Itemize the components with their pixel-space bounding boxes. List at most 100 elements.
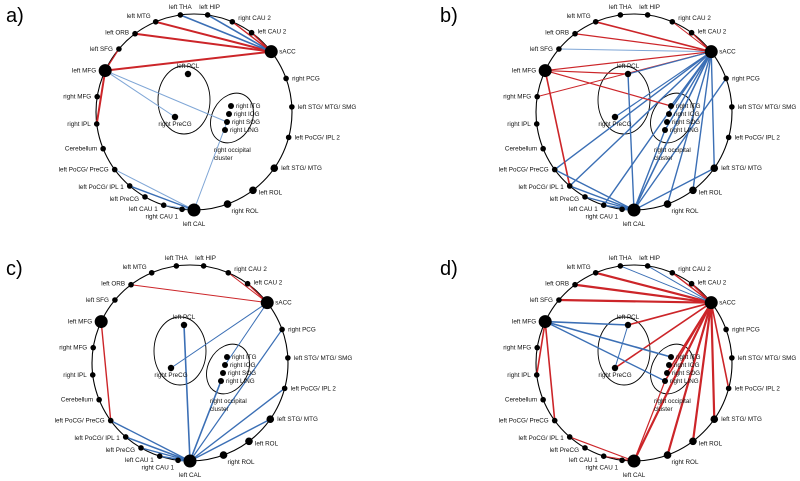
edge-right-pcg-to-left-cal xyxy=(633,77,727,211)
node-left-mfg xyxy=(538,315,552,329)
node-label-right-mfg: right MFG xyxy=(503,94,531,101)
node-label-left-hip: left HIP xyxy=(639,4,660,11)
node-right-cau-1 xyxy=(175,457,181,464)
node-cerebellum xyxy=(96,396,102,403)
node-sacc xyxy=(704,296,718,310)
node-right-iog xyxy=(222,362,228,368)
node-label-cerebellum: Cerebellum xyxy=(505,146,537,153)
node-label-right-iog: right IOG xyxy=(674,362,700,369)
edge-left-pocg-ipl-2-to-left-cal xyxy=(189,387,286,462)
node-label-sacc: sACC xyxy=(719,49,736,56)
node-label-cerebellum: Cerebellum xyxy=(65,146,97,153)
node-right-ling xyxy=(662,127,668,133)
edge-left-sfg-to-sacc xyxy=(557,298,713,304)
node-left-precg xyxy=(138,445,144,451)
node-left-pocg-precg xyxy=(111,166,118,173)
edge-left-pocg-precg-to-left-cal xyxy=(114,169,195,211)
occipital-cluster-outline xyxy=(206,343,250,395)
edge-right-iog-to-sacc xyxy=(224,302,268,366)
node-label-right-ipl: right IPL xyxy=(507,121,531,128)
node-left-sfg xyxy=(112,297,118,303)
edge-left-hip-to-sacc xyxy=(206,14,273,53)
node-label-right-sog: right SOG xyxy=(232,119,260,126)
node-left-tha xyxy=(173,263,180,269)
node-left-mtg xyxy=(148,269,155,276)
node-left-pocg-ipl-1 xyxy=(566,434,573,440)
node-left-cau-1 xyxy=(600,202,607,209)
edge-left-mfg-to-left-pocg-precg xyxy=(100,320,112,422)
node-label-left-mfg: left MFG xyxy=(512,319,536,326)
node-left-mtg xyxy=(152,18,159,25)
node-right-pcg xyxy=(723,326,729,333)
edge-left-mfg-to-left-pocg-ipl-1 xyxy=(544,69,571,187)
node-label-right-cau-2: right CAU 2 xyxy=(238,15,271,22)
node-label-left-cau-1: left CAU 1 xyxy=(569,206,598,213)
node-right-itg xyxy=(668,354,674,360)
edge-left-pocg-precg-to-sacc xyxy=(554,50,712,171)
edge-left-stg-mtg-to-sacc xyxy=(710,301,716,421)
node-left-cal xyxy=(627,203,641,217)
node-right-itg xyxy=(668,103,674,109)
cluster-label-line1: right occipital xyxy=(214,147,251,154)
node-label-left-precg: left PreCG xyxy=(106,447,135,454)
node-left-sfg xyxy=(556,46,562,52)
edge-left-tha-to-sacc xyxy=(619,265,712,304)
node-left-cau-1 xyxy=(600,453,607,460)
node-label-left-rol: left ROL xyxy=(699,440,723,447)
node-left-pocg-precg xyxy=(107,417,114,424)
node-right-rol xyxy=(223,200,232,208)
node-label-left-pocg-ipl-2: left PoCG/ IPL 2 xyxy=(735,385,781,392)
node-label-left-pocg-precg: left PoCG/ PreCG xyxy=(499,418,549,425)
edge-left-mfg-to-right-itg xyxy=(544,69,672,107)
node-label-left-pocg-precg: left PoCG/ PreCG xyxy=(499,167,549,174)
node-right-precg xyxy=(611,113,619,121)
node-left-stg-mtg xyxy=(266,415,275,424)
edge-right-ling-to-sacc xyxy=(664,301,713,382)
node-left-pocg-ipl-2 xyxy=(281,385,288,392)
edge-left-orb-to-sacc xyxy=(130,284,268,304)
edge-left-pocg-ipl-1-to-left-cal xyxy=(569,436,635,462)
edge-left-sfg-to-sacc xyxy=(558,48,712,53)
node-label-right-iog: right IOG xyxy=(230,362,256,369)
cluster-label-line1: right occipital xyxy=(654,147,691,154)
node-label-right-iog: right IOG xyxy=(674,111,700,118)
node-left-cal xyxy=(183,454,197,468)
node-label-left-stg-mtg: left STG/ MTG xyxy=(721,416,762,423)
edge-right-pcg-to-left-cal xyxy=(189,328,283,462)
node-label-left-mtg: left MTG xyxy=(123,264,147,271)
node-cerebellum xyxy=(540,145,546,152)
node-label-left-orb: left ORB xyxy=(101,281,125,288)
node-label-right-cau-1: right CAU 1 xyxy=(146,213,179,220)
edge-right-precg-to-sacc xyxy=(614,301,713,369)
node-label-left-cal: left CAL xyxy=(183,221,206,228)
node-right-ipl xyxy=(93,121,100,127)
node-label-left-cau-2: left CAU 2 xyxy=(698,29,727,36)
cluster-label-line2: cluster xyxy=(654,406,673,413)
node-left-stg-mtg xyxy=(270,164,279,173)
node-label-left-pocg-ipl-1: left PoCG/ IPL 1 xyxy=(74,435,120,442)
node-label-left-sfg: left SFG xyxy=(530,297,553,304)
node-label-right-mfg: right MFG xyxy=(59,345,87,352)
node-left-sfg xyxy=(556,297,562,303)
node-left-tha xyxy=(177,12,184,18)
edge-left-hip-to-sacc xyxy=(647,265,712,304)
node-label-right-ling: right LING xyxy=(230,127,259,134)
node-left-orb xyxy=(572,30,578,37)
node-label-sacc: sACC xyxy=(275,300,292,307)
node-label-left-cal: left CAL xyxy=(623,472,646,479)
edge-left-pocg-precg-to-left-cal xyxy=(110,419,191,462)
edge-left-mfg-to-right-itg xyxy=(544,320,672,358)
node-left-cau-2 xyxy=(248,29,255,36)
node-right-ling xyxy=(218,378,224,384)
edge-left-mfg-to-left-pcl xyxy=(544,320,629,326)
node-label-right-cau-2: right CAU 2 xyxy=(234,266,267,273)
node-left-rol xyxy=(245,437,253,446)
node-label-left-sfg: left SFG xyxy=(530,46,553,53)
node-right-ling xyxy=(662,378,668,384)
node-label-right-itg: right ITG xyxy=(236,103,261,110)
node-right-itg xyxy=(224,354,230,360)
node-left-pcl xyxy=(180,321,188,329)
